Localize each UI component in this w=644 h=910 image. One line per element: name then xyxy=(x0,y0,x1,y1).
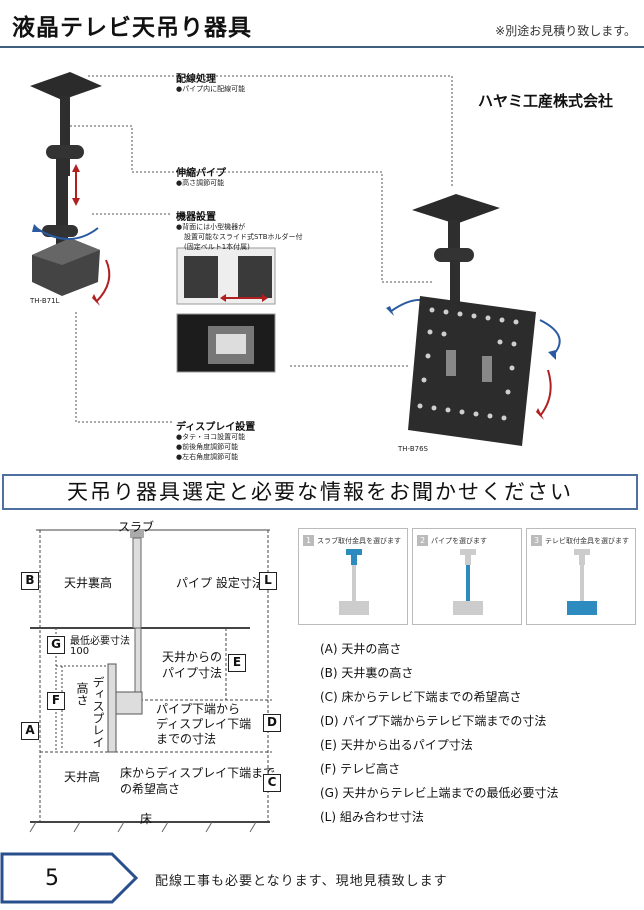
step-3-illustration xyxy=(567,549,597,615)
company-name: ハヤミ工産株式会社 xyxy=(478,92,614,110)
from-ceiling-label-1: 天井からの xyxy=(162,650,223,664)
display-label: ディスプレイ設置 xyxy=(176,422,256,433)
floor-label: 床 xyxy=(140,812,153,826)
floor-to-display-label-1: 床からディスプレイ下端まで xyxy=(120,766,276,780)
footer-note: 配線工事も必要となります、現地見積致します xyxy=(155,874,448,889)
display-sub-1: ●タテ・ヨコ設置可能 xyxy=(176,433,246,441)
model-left: TH-B71L xyxy=(30,297,60,305)
device-label: 機器設置 xyxy=(176,212,216,223)
legend-item-f: (F) テレビ高さ xyxy=(320,762,401,776)
display-shape xyxy=(107,663,117,753)
right-display-plate xyxy=(408,296,536,446)
device-sub-3: (固定ベルト1本付属) xyxy=(184,243,250,251)
dim-letter-e: E xyxy=(228,654,246,672)
estimate-note: ※別途お見積り致します。 xyxy=(495,24,636,38)
floor-to-display-label-2: の希望高さ xyxy=(120,782,181,796)
right-ceiling-plate xyxy=(412,194,500,224)
display-sub-2: ●前後角度調節可能 xyxy=(176,443,239,451)
dim-letter-g: G xyxy=(47,636,65,654)
header-rule xyxy=(0,46,644,48)
step-2-illustration xyxy=(453,549,483,615)
ceiling-height-label: 天井高 xyxy=(64,770,101,784)
step-number: 2 xyxy=(417,535,428,546)
device-sub-2: 設置可能なスライド式STBホルダー付 xyxy=(184,233,303,241)
legend-item-e: (E) 天井から出るパイプ寸法 xyxy=(320,738,473,752)
left-upper-pipe xyxy=(60,96,70,176)
page-number-arrow xyxy=(0,852,139,904)
dim-letter-l: L xyxy=(259,572,277,590)
legend-item-l: (L) 組み合わせ寸法 xyxy=(320,810,424,824)
display-sub-3: ●左右角度調節可能 xyxy=(176,453,239,461)
model-right: TH-B76S xyxy=(398,445,428,453)
step-label: テレビ取付金具を選びます xyxy=(545,537,629,545)
step-label: スラブ取付金具を選びます xyxy=(317,537,401,545)
pipe-label: 伸縮パイプ xyxy=(176,168,226,179)
dim-letter-c: C xyxy=(263,774,281,792)
wiring-label: 配線処理 xyxy=(176,74,216,85)
height-label: 高さ xyxy=(75,682,89,706)
min-required-value: 100 xyxy=(70,646,90,657)
dim-letter-f: F xyxy=(47,692,65,710)
legend-item-b: (B) 天井裏の高さ xyxy=(320,666,414,680)
pipe-bottom-label-3: までの寸法 xyxy=(156,732,217,746)
legend-item-d: (D) パイプ下端からテレビ下端までの寸法 xyxy=(320,714,547,728)
dim-letter-b: B xyxy=(21,572,39,590)
slab-label: スラブ xyxy=(118,520,155,534)
step-number: 3 xyxy=(531,535,542,546)
step-number: 1 xyxy=(303,535,314,546)
from-ceiling-label-2: パイプ寸法 xyxy=(162,666,223,680)
dimension-diagram xyxy=(29,529,272,833)
legend-item-a: (A) 天井の高さ xyxy=(320,642,402,656)
ceiling-back-height-label: 天井裏高 xyxy=(64,576,113,590)
pipe-bottom-label-2: ディスプレイ下端 xyxy=(156,717,252,731)
page-title: 液晶テレビ天吊り器具 xyxy=(12,15,252,41)
step-1-illustration xyxy=(339,549,369,615)
left-rotate-arrow xyxy=(35,227,99,240)
upper-pipe-shape xyxy=(132,537,142,629)
left-pipe-joint xyxy=(46,145,84,159)
left-ceiling-plate xyxy=(30,72,102,100)
dim-letter-a: A xyxy=(21,722,39,740)
legend-item-c: (C) 床からテレビ下端までの希望高さ xyxy=(320,690,522,704)
pipe-setting-label: パイプ 設定寸法 xyxy=(176,576,264,590)
wiring-sub: ●パイプ内に配線可能 xyxy=(176,85,246,93)
product-illustration xyxy=(30,72,561,446)
pipe-sub: ●高さ調節可能 xyxy=(176,179,225,187)
step-label: パイプを選びます xyxy=(431,537,487,545)
display-vertical-label: ディスプレイ xyxy=(91,676,105,748)
device-sub-1: ●背面には小型機器が xyxy=(176,223,246,231)
pipe-bottom-label-1: パイプ下端から xyxy=(156,702,241,716)
display-plate-holes xyxy=(417,307,519,421)
legend-item-g: (G) 天井からテレビ上端までの最低必要寸法 xyxy=(320,786,559,800)
dim-letter-d: D xyxy=(263,714,281,732)
page-number: 5 xyxy=(45,866,59,891)
info-banner: 天吊り器具選定と必要な情報をお聞かせください xyxy=(2,474,638,510)
slab-bracket-shape xyxy=(130,530,144,538)
min-required-label: 最低必要寸法 xyxy=(70,636,130,647)
